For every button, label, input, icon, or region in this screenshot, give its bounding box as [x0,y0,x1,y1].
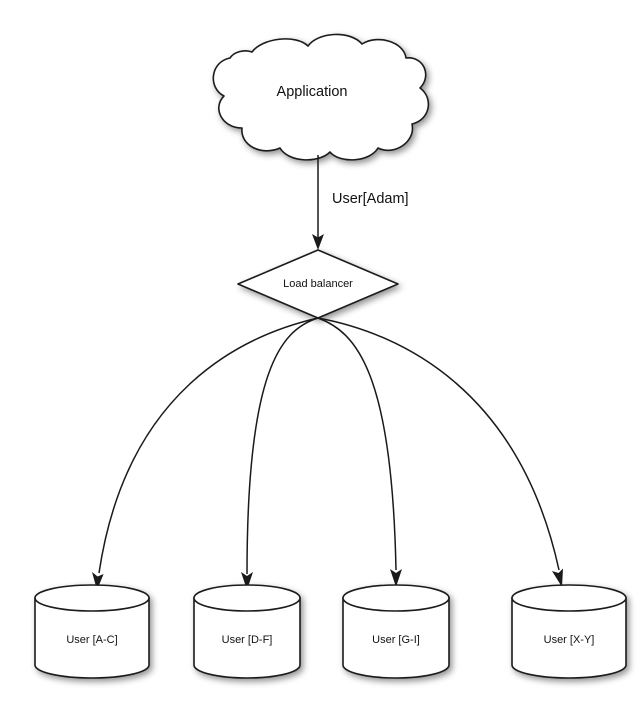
diamond-label: Load balancer [283,278,353,290]
cloud-shape [212,33,430,161]
edge-load-balancer-to-user-x-y [317,317,563,587]
cylinder-body [34,597,150,679]
cylinder-top-ellipse [342,584,450,612]
edge-load-balancer-to-user-g-i [317,317,402,587]
edge-load-balancer-to-user-a-c [92,317,319,590]
cylinder-body [342,597,450,679]
cylinder-label: User [A-C] [66,634,117,646]
cylinder-node-user-d-f[interactable]: User [D-F] [193,584,301,679]
edge-curve [317,317,560,571]
diamond-node-load-balancer[interactable]: Load balancer [237,249,399,319]
cylinder-node-user-a-c[interactable]: User [A-C] [34,584,150,679]
arrowhead-icon [390,569,402,587]
cylinder-body [193,597,301,679]
edge-curve [246,317,319,575]
cylinder-label: User [D-F] [222,634,273,646]
cylinder-top-ellipse [511,584,627,612]
edge-curve [98,317,319,574]
cylinder-node-user-x-y[interactable]: User [X-Y] [511,584,627,679]
cloud-node-application[interactable]: Application [212,33,430,161]
cylinder-top-ellipse [193,584,301,612]
cylinder-label: User [X-Y] [544,634,595,646]
cloud-label: Application [277,84,348,100]
arrowhead-icon [92,572,104,590]
cylinder-top-ellipse [34,584,150,612]
edge-curve [317,317,397,571]
cylinder-label: User [G-I] [372,634,420,646]
edge-load-balancer-to-user-d-f [241,317,319,590]
cylinder-body [511,597,627,679]
arrowhead-icon [241,572,253,590]
arrowhead-icon [312,234,324,250]
cylinder-node-user-g-i[interactable]: User [G-I] [342,584,450,679]
arrowhead-icon [552,568,563,587]
edge-application-to-load-balancer: User[Adam] [312,155,409,250]
edge-label-user-adam: User[Adam] [332,191,409,207]
